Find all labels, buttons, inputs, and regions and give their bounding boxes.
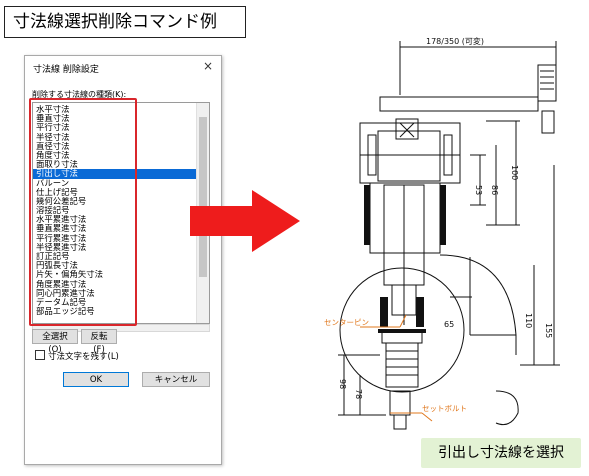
list-item[interactable]: 溶接記号	[36, 206, 70, 216]
select-all-button[interactable]: 全選択(O)	[32, 329, 78, 355]
list-item[interactable]: 平行寸法	[36, 123, 70, 133]
list-item[interactable]: 平行累進寸法	[36, 233, 87, 243]
list-item[interactable]: 水平累進寸法	[36, 215, 87, 225]
keep-text-label: 寸法文字を残す(L)	[48, 352, 119, 362]
list-item[interactable]: 片矢・偏角矢寸法	[36, 270, 103, 280]
close-icon[interactable]: ×	[202, 59, 213, 73]
dim-110: 110	[524, 313, 533, 328]
dialog-title: 寸法線 削除設定	[33, 65, 99, 75]
callout-set-bolt: セットボルト	[422, 404, 467, 413]
list-item[interactable]: 直径寸法	[36, 141, 70, 151]
dimension-delete-dialog: 寸法線 削除設定 × 削除する寸法線の種類(K): 水平寸法垂直寸法平行寸法半径…	[24, 55, 222, 465]
list-item[interactable]: 引出し寸法	[33, 169, 198, 179]
callout-center-pin: センターピン	[324, 318, 369, 327]
list-item[interactable]: 円弧長寸法	[36, 261, 78, 271]
right-arrow-icon	[190, 190, 300, 252]
list-item[interactable]: 半径累進寸法	[36, 242, 87, 252]
dim-86: 86	[490, 185, 499, 195]
highlight-frame	[29, 98, 137, 326]
dim-100: 100	[510, 165, 519, 180]
dim-top: 178/350 (可変)	[426, 36, 484, 46]
list-item[interactable]: 角度寸法	[36, 150, 70, 160]
dim-155: 155	[544, 323, 553, 338]
list-item[interactable]: 部品エッジ記号	[36, 307, 95, 317]
caption-label: 引出し寸法線を選択	[421, 438, 581, 468]
cancel-button[interactable]: キャンセル	[142, 372, 210, 387]
keep-text-checkbox[interactable]	[35, 350, 45, 360]
list-item[interactable]: 垂直累進寸法	[36, 224, 87, 234]
list-item[interactable]: 同心円累進寸法	[36, 288, 95, 298]
list-label: 削除する寸法線の種類(K):	[32, 90, 127, 99]
keep-text-option[interactable]: 寸法文字を残す(L)	[35, 350, 119, 362]
list-item[interactable]: 訂正記号	[36, 252, 70, 261]
dim-98: 98	[338, 379, 347, 389]
dim-53: 53	[474, 185, 483, 195]
invert-button[interactable]: 反転(F)	[81, 329, 117, 355]
technical-drawing: 178/350 (可変) 53 86 100 65 110 155 98 78 …	[324, 36, 560, 430]
list-item[interactable]: 仕上げ記号	[36, 187, 78, 197]
list-item[interactable]: 角度累進寸法	[36, 279, 87, 289]
list-item[interactable]: 面取り寸法	[36, 160, 78, 170]
page-title: 寸法線選択削除コマンド例	[4, 6, 246, 38]
list-item[interactable]: 幾何公差記号	[36, 196, 87, 206]
list-item[interactable]: バルーン	[36, 178, 70, 188]
list-item[interactable]: 垂直寸法	[36, 114, 70, 124]
list-item[interactable]: 半径寸法	[36, 132, 70, 142]
ok-button[interactable]: OK	[63, 372, 129, 387]
dimension-type-listbox[interactable]: 水平寸法垂直寸法平行寸法半径寸法直径寸法角度寸法面取り寸法引出し寸法バルーン仕上…	[32, 102, 210, 324]
dim-78: 78	[354, 389, 363, 399]
dim-65: 65	[444, 320, 454, 329]
list-item[interactable]: データム記号	[36, 297, 87, 307]
scrollbar-thumb[interactable]	[199, 117, 207, 277]
list-item[interactable]: 水平寸法	[36, 105, 70, 114]
